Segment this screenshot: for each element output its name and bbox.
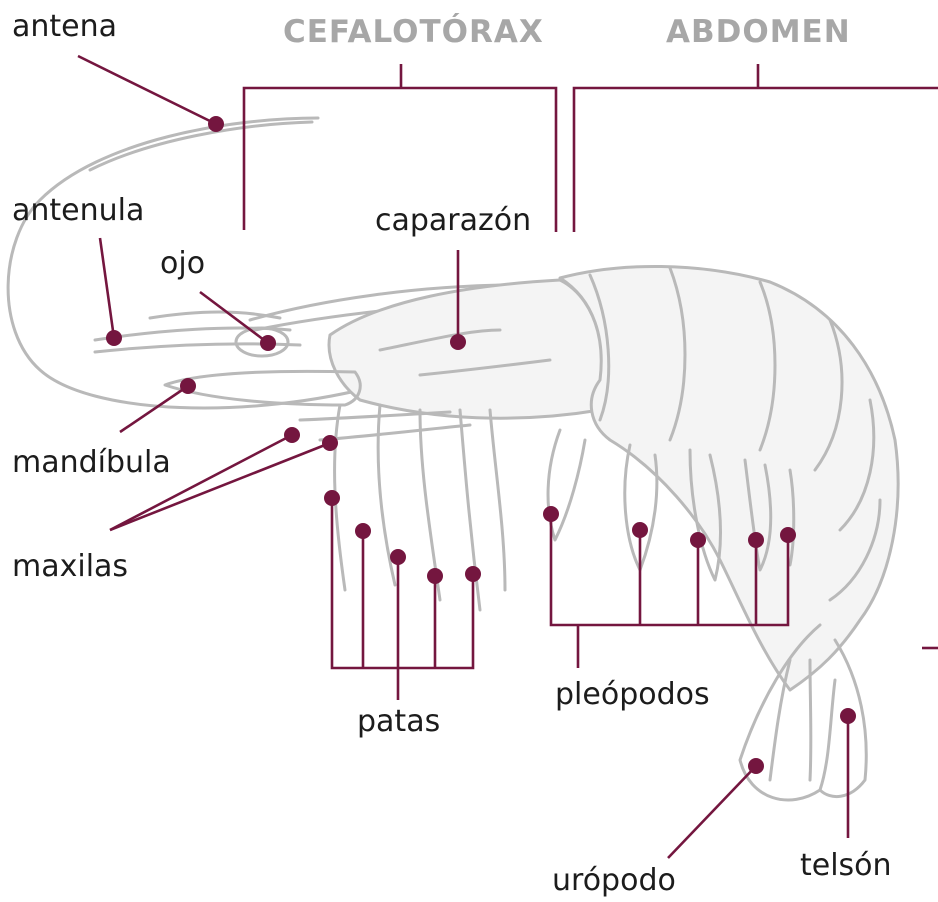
leader-ojo xyxy=(200,292,276,351)
marker-dot xyxy=(322,435,338,451)
leader-uropodo xyxy=(668,758,764,858)
leader-antenula xyxy=(100,238,122,346)
label-ojo: ojo xyxy=(160,249,205,279)
label-patas: patas xyxy=(357,707,440,737)
leader-telson xyxy=(840,708,856,838)
section-title-abdomen: ABDOMEN xyxy=(666,17,851,48)
leader-patas xyxy=(324,490,481,700)
marker-dot xyxy=(748,532,764,548)
marker-dot xyxy=(840,708,856,724)
marker-dot xyxy=(284,427,300,443)
marker-dot xyxy=(208,116,224,132)
abdomen-drawing xyxy=(560,266,898,690)
label-pleopodos: pleópodos xyxy=(555,680,710,710)
marker-dot xyxy=(324,490,340,506)
marker-dot xyxy=(465,566,481,582)
marker-dot xyxy=(690,532,706,548)
label-telson: telsón xyxy=(800,851,892,881)
label-antena: antena xyxy=(12,12,117,42)
carapace-drawing xyxy=(329,280,604,418)
marker-dot xyxy=(106,330,122,346)
section-title-cephalothorax: CEFALOTÓRAX xyxy=(283,17,544,48)
marker-dot xyxy=(390,549,406,565)
marker-dot xyxy=(260,335,276,351)
marker-dot xyxy=(180,378,196,394)
marker-dot xyxy=(543,506,559,522)
pleopods-drawing xyxy=(548,430,585,540)
label-mandibula: mandíbula xyxy=(12,448,171,478)
marker-dot xyxy=(355,523,371,539)
label-antenula: antenula xyxy=(12,196,144,226)
marker-dot xyxy=(632,522,648,538)
marker-dot xyxy=(780,527,796,543)
marker-dot xyxy=(748,758,764,774)
label-uropodo: urópodo xyxy=(552,866,676,896)
label-caparazon: caparazón xyxy=(375,206,531,236)
leader-mandibula xyxy=(120,378,196,432)
marker-dot xyxy=(427,568,443,584)
marker-dot xyxy=(450,334,466,350)
label-maxilas: maxilas xyxy=(12,552,128,582)
leader-antena xyxy=(78,56,224,132)
